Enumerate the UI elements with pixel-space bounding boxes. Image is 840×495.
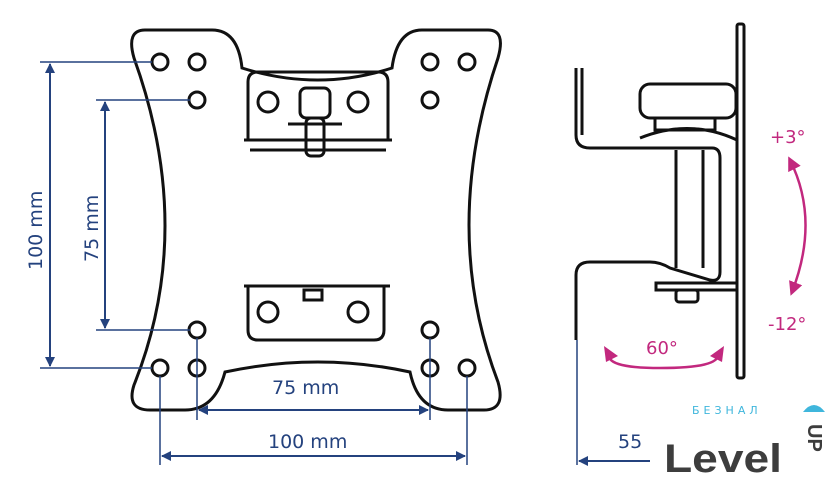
mounting-plate-front: [130, 28, 502, 412]
logo-suffix-text: UP: [803, 424, 825, 452]
levelup-logo: БЕЗНАЛ Level UP: [664, 404, 825, 481]
logo-main-text: Level: [664, 437, 782, 481]
dim-vertical-inner: 75 mm: [81, 195, 103, 262]
tilt-up-label: +3°: [770, 127, 806, 148]
swivel-arrow: [604, 346, 724, 370]
logo-small-text: БЕЗНАЛ: [692, 404, 762, 417]
tilt-down-label: -12°: [768, 314, 806, 335]
dim-wall-distance: 55: [618, 431, 642, 453]
top-bracket: [244, 70, 392, 158]
swivel-label: 60°: [646, 338, 678, 359]
tilt-arrow: [788, 156, 807, 296]
mount-side-view: [574, 22, 746, 380]
plate-holes: [150, 52, 477, 378]
dim-horizontal-inner: 75 mm: [272, 377, 339, 399]
dim-horizontal-outer: 100 mm: [268, 431, 347, 453]
dimension-lines: [40, 61, 650, 466]
bottom-bracket: [244, 284, 390, 342]
dim-vertical-outer: 100 mm: [25, 191, 47, 270]
logo-drop-icon: [803, 405, 825, 412]
